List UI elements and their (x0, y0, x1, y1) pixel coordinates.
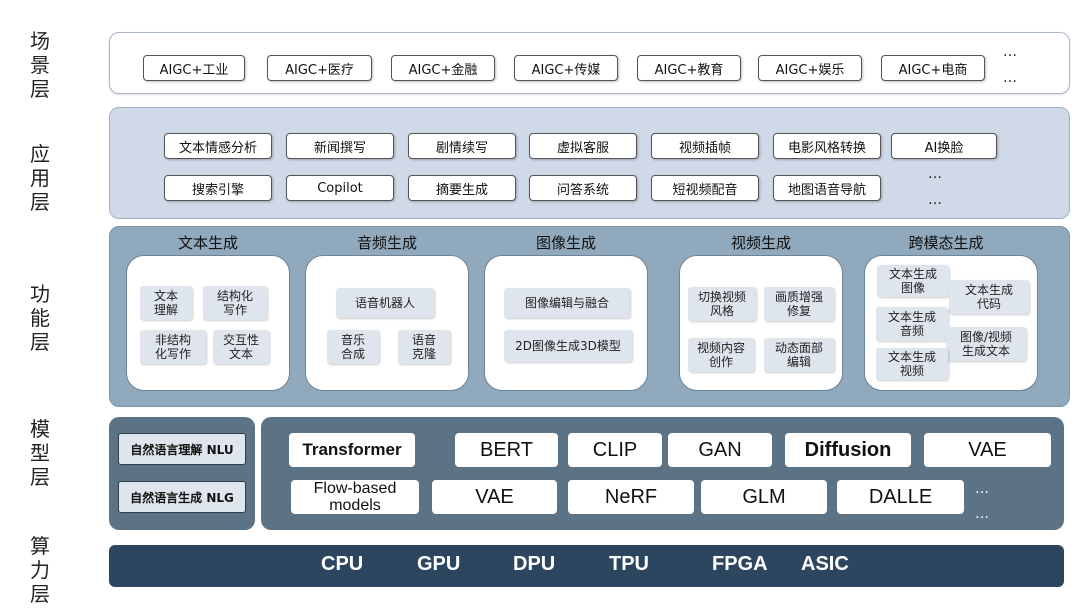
model-ellipsis: … (975, 506, 990, 522)
func-item: 切换视频 风格 (688, 287, 756, 321)
label-char: 型 (30, 441, 50, 465)
label-char: 功 (30, 282, 50, 306)
func-item: 视频内容 创作 (688, 338, 754, 372)
app-ellipsis: … (928, 166, 943, 182)
layer-label-compute: 算 力 层 (24, 534, 56, 606)
app-item: 新闻撰写 (286, 133, 394, 159)
label-char: 层 (30, 330, 50, 354)
label-char: 能 (30, 306, 50, 330)
scene-item: AIGC+金融 (391, 55, 495, 81)
model-vae: VAE (924, 433, 1051, 467)
app-item: 搜索引擎 (164, 175, 272, 201)
app-item: 问答系统 (529, 175, 637, 201)
app-item: 短视频配音 (651, 175, 759, 201)
panel-title-text: 文本生成 (177, 234, 238, 252)
func-item: 文本生成 代码 (949, 280, 1029, 314)
app-ellipsis: … (928, 192, 943, 208)
panel-title-audio: 音频生成 (356, 234, 417, 252)
panel-title-video: 视频生成 (730, 234, 791, 252)
compute-tpu: TPU (609, 553, 649, 575)
panel-text-generation (126, 255, 290, 391)
nlu-box: 自然语言理解 NLU (118, 433, 246, 465)
func-item: 2D图像生成3D模型 (504, 330, 632, 362)
compute-gpu: GPU (417, 553, 461, 575)
label-char: 层 (30, 190, 50, 214)
model-diffusion: Diffusion (785, 433, 911, 467)
app-item: Copilot (286, 175, 394, 201)
app-item: 摘要生成 (408, 175, 516, 201)
layer-label-scene: 场 景 层 (24, 29, 56, 101)
func-item: 文本 理解 (140, 286, 192, 320)
func-item: 语音 克隆 (398, 330, 450, 364)
model-transformer: Transformer (289, 433, 415, 467)
model-bert: BERT (455, 433, 558, 467)
label-char: 力 (30, 558, 50, 582)
func-item: 语音机器人 (336, 288, 434, 318)
application-layer-band (109, 107, 1070, 219)
layer-label-function: 功 能 层 (24, 282, 56, 354)
nlg-box: 自然语言生成 NLG (118, 481, 246, 513)
app-item: 剧情续写 (408, 133, 516, 159)
func-item: 音乐 合成 (327, 330, 379, 364)
func-item: 动态面部 编辑 (764, 338, 834, 372)
model-dalle: DALLE (837, 480, 964, 514)
scene-item: AIGC+工业 (143, 55, 245, 81)
func-item: 交互性 文本 (213, 330, 269, 364)
func-item: 文本生成 图像 (877, 265, 949, 297)
model-gan: GAN (668, 433, 772, 467)
label-char: 层 (30, 465, 50, 489)
app-item: AI换脸 (891, 133, 997, 159)
label-char: 模 (30, 417, 50, 441)
scene-item: AIGC+医疗 (267, 55, 372, 81)
func-item: 图像编辑与融合 (504, 288, 630, 318)
panel-title-cross-modal: 跨模态生成 (908, 234, 984, 252)
app-item: 地图语音导航 (773, 175, 881, 201)
label-char: 景 (30, 53, 50, 77)
compute-dpu: DPU (513, 553, 556, 575)
app-item: 文本情感分析 (164, 133, 272, 159)
model-nerf: NeRF (568, 480, 694, 514)
func-item: 画质增强 修复 (764, 287, 834, 321)
panel-audio-generation (305, 255, 469, 391)
scene-ellipsis: … (1003, 44, 1018, 60)
func-item: 结构化 写作 (203, 286, 267, 320)
panel-title-image: 图像生成 (535, 234, 596, 252)
func-item: 非结构 化写作 (140, 330, 206, 364)
func-item: 文本生成 音频 (876, 307, 948, 341)
app-item: 视频插帧 (651, 133, 759, 159)
func-item: 图像/视频 生成文本 (946, 327, 1026, 361)
scene-item: AIGC+电商 (881, 55, 985, 81)
label-char: 用 (30, 166, 50, 190)
app-item: 电影风格转换 (773, 133, 881, 159)
app-item: 虚拟客服 (529, 133, 637, 159)
panel-image-generation (484, 255, 648, 391)
label-char: 层 (30, 582, 50, 606)
func-item: 文本生成 视频 (876, 348, 948, 380)
scene-item: AIGC+传媒 (514, 55, 618, 81)
label-char: 应 (30, 142, 50, 166)
model-glm: GLM (701, 480, 827, 514)
label-char: 场 (30, 29, 50, 53)
label-char: 算 (30, 534, 50, 558)
model-ellipsis: … (975, 481, 990, 497)
compute-cpu: CPU (321, 553, 364, 575)
layer-label-application: 应 用 层 (24, 142, 56, 214)
compute-asic: ASIC (801, 553, 849, 575)
model-flow-based: Flow-based models (291, 480, 419, 514)
scene-ellipsis: … (1003, 70, 1018, 86)
model-vae-2: VAE (432, 480, 557, 514)
compute-fpga: FPGA (712, 553, 768, 575)
compute-layer-band (109, 545, 1064, 587)
label-char: 层 (30, 77, 50, 101)
scene-item: AIGC+教育 (637, 55, 741, 81)
model-clip: CLIP (568, 433, 662, 467)
layer-label-model: 模 型 层 (24, 417, 56, 489)
scene-item: AIGC+娱乐 (758, 55, 862, 81)
